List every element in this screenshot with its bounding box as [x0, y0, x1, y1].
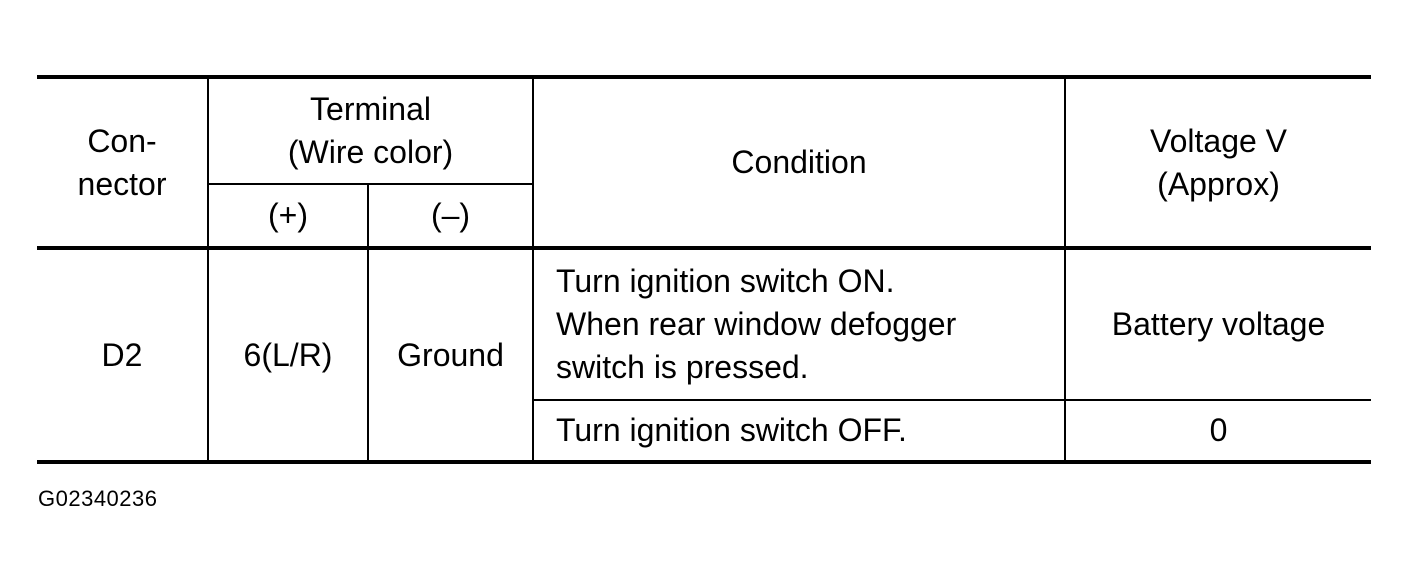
connector-cell: D2 [37, 247, 209, 464]
header-terminal: Terminal (Wire color) [206, 75, 535, 185]
voltage-cell: 0 [1064, 399, 1372, 464]
header-connector: Con- nector [37, 75, 209, 250]
terminal-minus-cell: Ground [366, 247, 535, 464]
header-terminal-plus: (+) [207, 183, 369, 250]
figure-code: G02340236 [38, 486, 158, 511]
header-condition: Condition [532, 75, 1067, 250]
condition-cell: Turn ignition switch ON. When rear windo… [532, 247, 1067, 401]
terminal-plus-cell: 6(L/R) [207, 247, 369, 464]
header-voltage: Voltage V (Approx) [1064, 75, 1372, 250]
header-terminal-minus: (–) [366, 183, 535, 250]
condition-cell: Turn ignition switch OFF. [532, 399, 1067, 464]
voltage-cell: Battery voltage [1064, 247, 1372, 401]
table-row: Turn ignition switch OFF. 0 [37, 399, 1372, 464]
terminal-voltage-table: Con- nector Terminal (Wire color) Condit… [37, 75, 1372, 464]
table-row: D2 6(L/R) Ground Turn ignition switch ON… [37, 247, 1372, 464]
